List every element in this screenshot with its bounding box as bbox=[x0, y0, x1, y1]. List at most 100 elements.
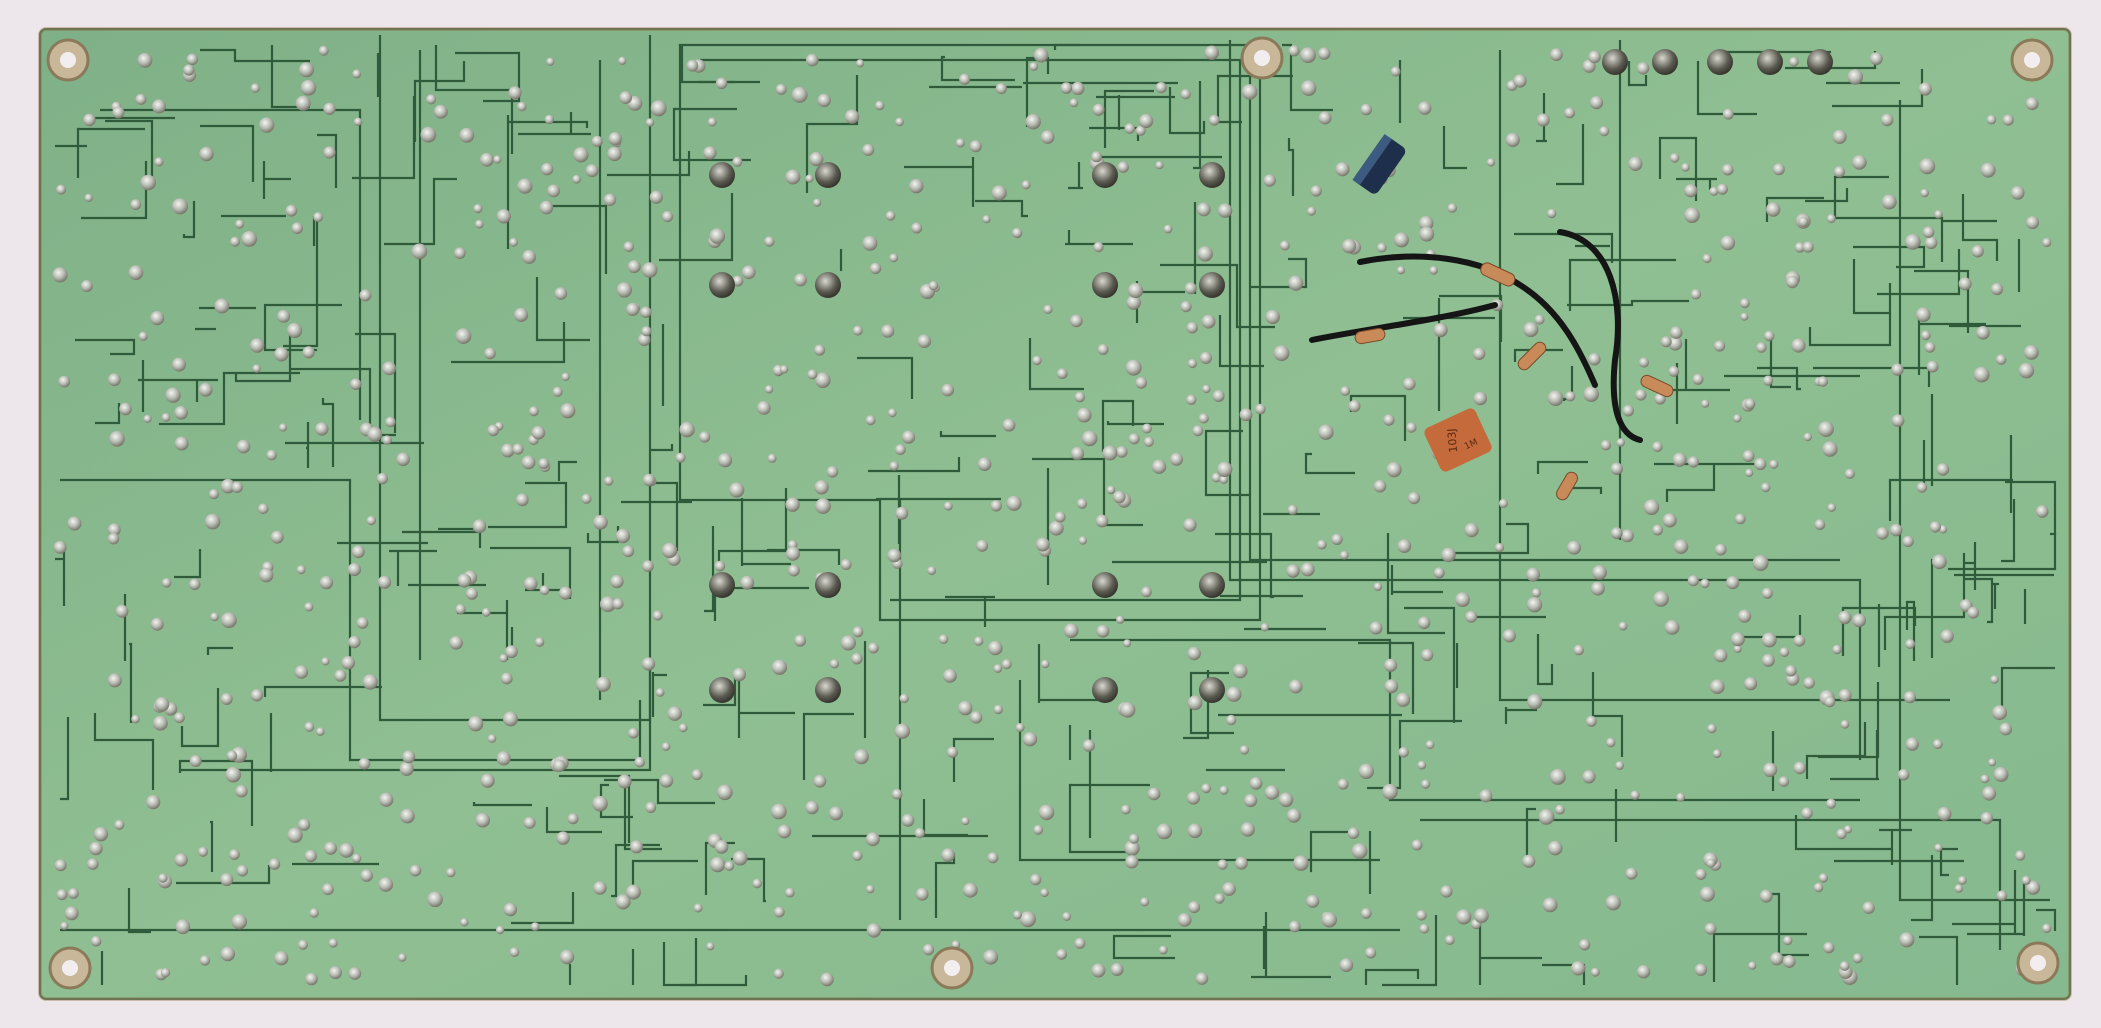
solder-pad bbox=[1076, 407, 1092, 423]
solder-pad bbox=[1852, 613, 1866, 628]
solder-pad bbox=[1744, 677, 1758, 691]
solder-pad bbox=[1772, 163, 1785, 176]
solder-pad bbox=[1116, 446, 1128, 458]
solder-pad bbox=[358, 757, 371, 770]
solder-pad bbox=[508, 86, 522, 100]
solder-pad bbox=[1201, 783, 1212, 794]
solder-pad bbox=[1056, 948, 1067, 960]
trace bbox=[389, 549, 437, 586]
solder-pad bbox=[1707, 723, 1717, 734]
solder-pad bbox=[323, 146, 336, 159]
solder-pad bbox=[667, 706, 682, 721]
solder-pad bbox=[399, 761, 414, 776]
solder-pad bbox=[928, 280, 939, 291]
solder-pad bbox=[862, 143, 875, 156]
solder-pad bbox=[1110, 963, 1124, 976]
solder-pad bbox=[285, 204, 298, 217]
solder-pad bbox=[1505, 132, 1520, 148]
solder-pad bbox=[675, 452, 686, 463]
solder-pad bbox=[1421, 779, 1431, 789]
solder-pad bbox=[779, 365, 789, 374]
solder-pad bbox=[503, 902, 517, 917]
solder-pad bbox=[1076, 498, 1088, 509]
solder-pad bbox=[1396, 266, 1405, 275]
solder-pad bbox=[1824, 696, 1836, 708]
solder-pad bbox=[350, 378, 362, 390]
solder-pad bbox=[995, 83, 1007, 95]
solder-pad bbox=[1564, 107, 1575, 119]
solder-pad bbox=[1643, 499, 1660, 515]
trace bbox=[1205, 768, 1285, 772]
solder-pad bbox=[1119, 702, 1136, 718]
solder-pad bbox=[1249, 776, 1263, 790]
solder-pad bbox=[353, 117, 363, 127]
solder-pad bbox=[1135, 125, 1146, 136]
solder-pad bbox=[495, 925, 505, 935]
solder-pad bbox=[1818, 873, 1829, 883]
trace bbox=[1304, 452, 1355, 475]
solder-pad bbox=[1217, 859, 1228, 870]
solder-pad bbox=[817, 93, 831, 108]
solder-pad bbox=[1070, 446, 1085, 461]
solder-pad bbox=[1447, 203, 1457, 213]
solder-pad bbox=[509, 947, 520, 958]
solder-pad bbox=[1924, 236, 1938, 250]
solder-pad bbox=[572, 174, 581, 184]
solder-pad bbox=[1035, 537, 1050, 552]
ceramic-capacitor: 103J 1M bbox=[1424, 408, 1492, 472]
trace bbox=[434, 45, 514, 154]
solder-pad bbox=[1125, 855, 1139, 869]
solder-pad bbox=[1793, 634, 1806, 647]
solder-pad bbox=[108, 373, 121, 387]
trace bbox=[1813, 366, 1931, 387]
solder-pad bbox=[959, 73, 971, 85]
large-solder-pad bbox=[1092, 572, 1118, 598]
solder-pad bbox=[2014, 850, 2026, 861]
solder-pad bbox=[1954, 884, 1964, 893]
solder-pad bbox=[1217, 461, 1233, 477]
solder-pad bbox=[1862, 901, 1875, 914]
solder-pad bbox=[183, 64, 195, 76]
solder-pad bbox=[465, 587, 478, 600]
solder-pad bbox=[764, 236, 775, 247]
solder-pad bbox=[323, 102, 336, 116]
trace bbox=[717, 488, 788, 569]
solder-pad bbox=[1694, 963, 1708, 976]
trace bbox=[200, 124, 255, 182]
solder-pad bbox=[80, 280, 93, 292]
solder-pad bbox=[334, 669, 347, 682]
solder-pad bbox=[1653, 591, 1669, 607]
trace bbox=[1103, 89, 1154, 148]
solder-pad bbox=[2010, 186, 2025, 200]
solder-pad bbox=[291, 222, 304, 234]
solder-pad bbox=[714, 840, 729, 854]
trace bbox=[1914, 269, 1970, 333]
trace bbox=[206, 646, 233, 655]
solder-pad bbox=[1239, 408, 1253, 422]
solder-pad bbox=[376, 472, 388, 485]
trace bbox=[1228, 40, 1862, 760]
trace bbox=[1358, 641, 1415, 714]
trace bbox=[291, 367, 396, 437]
solder-pad bbox=[1029, 62, 1039, 71]
trace bbox=[805, 75, 859, 193]
solder-pad bbox=[1339, 958, 1354, 972]
solder-pad bbox=[225, 766, 241, 783]
solder-pad bbox=[1662, 513, 1677, 528]
solder-pad bbox=[619, 91, 632, 104]
trace bbox=[922, 799, 968, 837]
solder-pad bbox=[1606, 737, 1616, 748]
trace bbox=[127, 888, 151, 934]
trace bbox=[1028, 338, 1084, 391]
solder-pad bbox=[1398, 747, 1409, 758]
trace bbox=[283, 213, 319, 348]
solder-pad bbox=[1287, 504, 1298, 515]
solder-pad bbox=[1664, 620, 1680, 635]
solder-pad bbox=[1199, 351, 1212, 364]
trace bbox=[1018, 680, 1380, 862]
solder-pad bbox=[268, 858, 281, 870]
solder-pad bbox=[1318, 111, 1332, 125]
solder-pad bbox=[53, 540, 67, 554]
trace bbox=[1676, 177, 1717, 190]
solder-pad bbox=[1235, 856, 1248, 870]
